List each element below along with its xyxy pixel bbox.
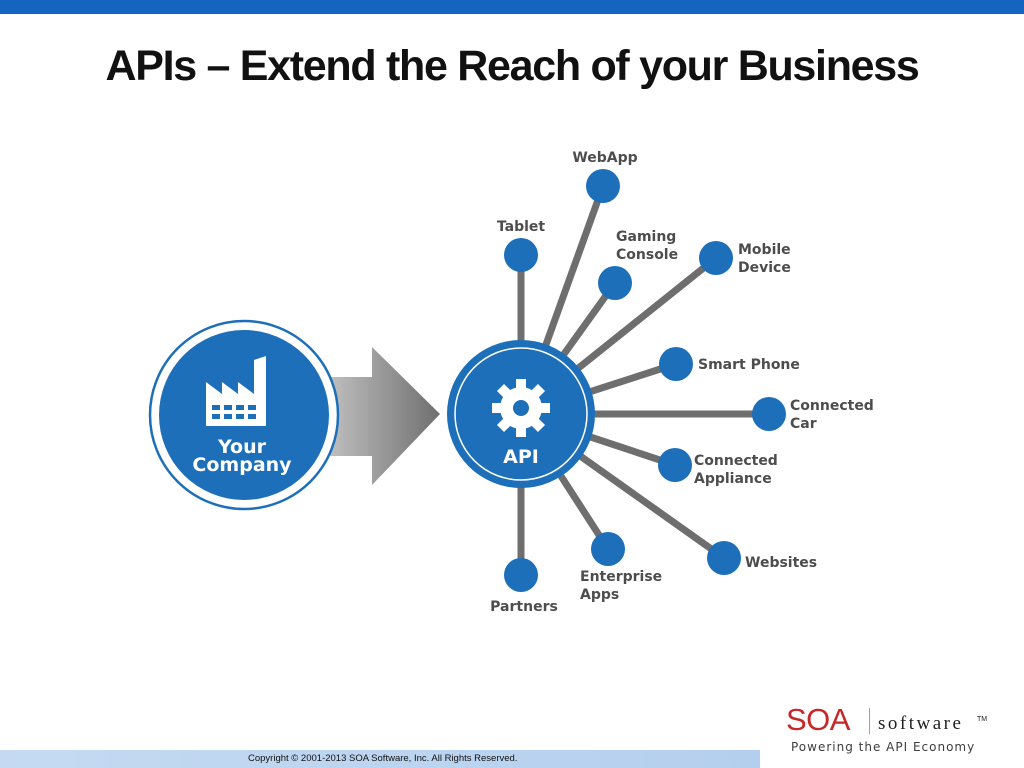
node-label-line: Connected — [790, 398, 874, 414]
node-label-line: Tablet — [497, 219, 546, 235]
logo-word: software — [878, 713, 964, 734]
endpoint-nodes — [504, 169, 786, 592]
node-label-line: Car — [790, 416, 817, 432]
node-label-line: Appliance — [694, 471, 772, 487]
node-connected-car — [752, 397, 786, 431]
soa-software-logo: SOA software TM Powering the API Economy — [786, 702, 988, 762]
node-label-line: Mobile — [738, 242, 791, 258]
slide-title: APIs – Extend the Reach of your Business — [105, 42, 919, 90]
node-label-line: WebApp — [572, 150, 637, 166]
your-company-node: Your Company — [148, 319, 340, 511]
api-hub-node: API — [447, 340, 595, 488]
node-label-line: Console — [616, 247, 678, 263]
node-label-line: Enterprise — [580, 569, 662, 585]
top-accent-bar — [0, 0, 1024, 14]
logo-brand: SOA — [786, 702, 850, 737]
footer-bar — [0, 750, 760, 768]
node-tablet — [504, 238, 538, 272]
node-label-line: Partners — [490, 599, 558, 615]
node-label-line: Smart Phone — [698, 357, 800, 373]
gear-icon — [492, 379, 550, 437]
transfer-arrow — [300, 347, 440, 485]
node-label-websites: Websites — [745, 555, 817, 571]
logo-divider — [869, 708, 870, 734]
api-hub-label: API — [503, 446, 539, 468]
node-label-line: Gaming — [616, 229, 676, 245]
node-webapp — [586, 169, 620, 203]
node-label-smart-phone: Smart Phone — [698, 357, 800, 373]
node-smart-phone — [659, 347, 693, 381]
node-connected-appliance — [658, 448, 692, 482]
node-label-line: Apps — [580, 587, 619, 603]
node-gaming-console — [598, 266, 632, 300]
node-label-line: Websites — [745, 555, 817, 571]
copyright-text: Copyright © 2001-2013 SOA Software, Inc.… — [248, 753, 518, 764]
node-label-line: Connected — [694, 453, 778, 469]
factory-icon — [206, 356, 266, 426]
node-label-partners: Partners — [490, 599, 558, 615]
logo-tagline: Powering the API Economy — [791, 740, 976, 754]
node-enterprise-apps — [591, 532, 625, 566]
your-company-label-line1: Your — [217, 436, 267, 458]
node-mobile-device — [699, 241, 733, 275]
node-label-tablet: Tablet — [497, 219, 546, 235]
node-label-webapp: WebApp — [572, 150, 637, 166]
your-company-label-line2: Company — [192, 454, 292, 476]
node-partners — [504, 558, 538, 592]
node-websites — [707, 541, 741, 575]
logo-trademark: TM — [977, 716, 988, 723]
node-label-line: Device — [738, 260, 791, 276]
